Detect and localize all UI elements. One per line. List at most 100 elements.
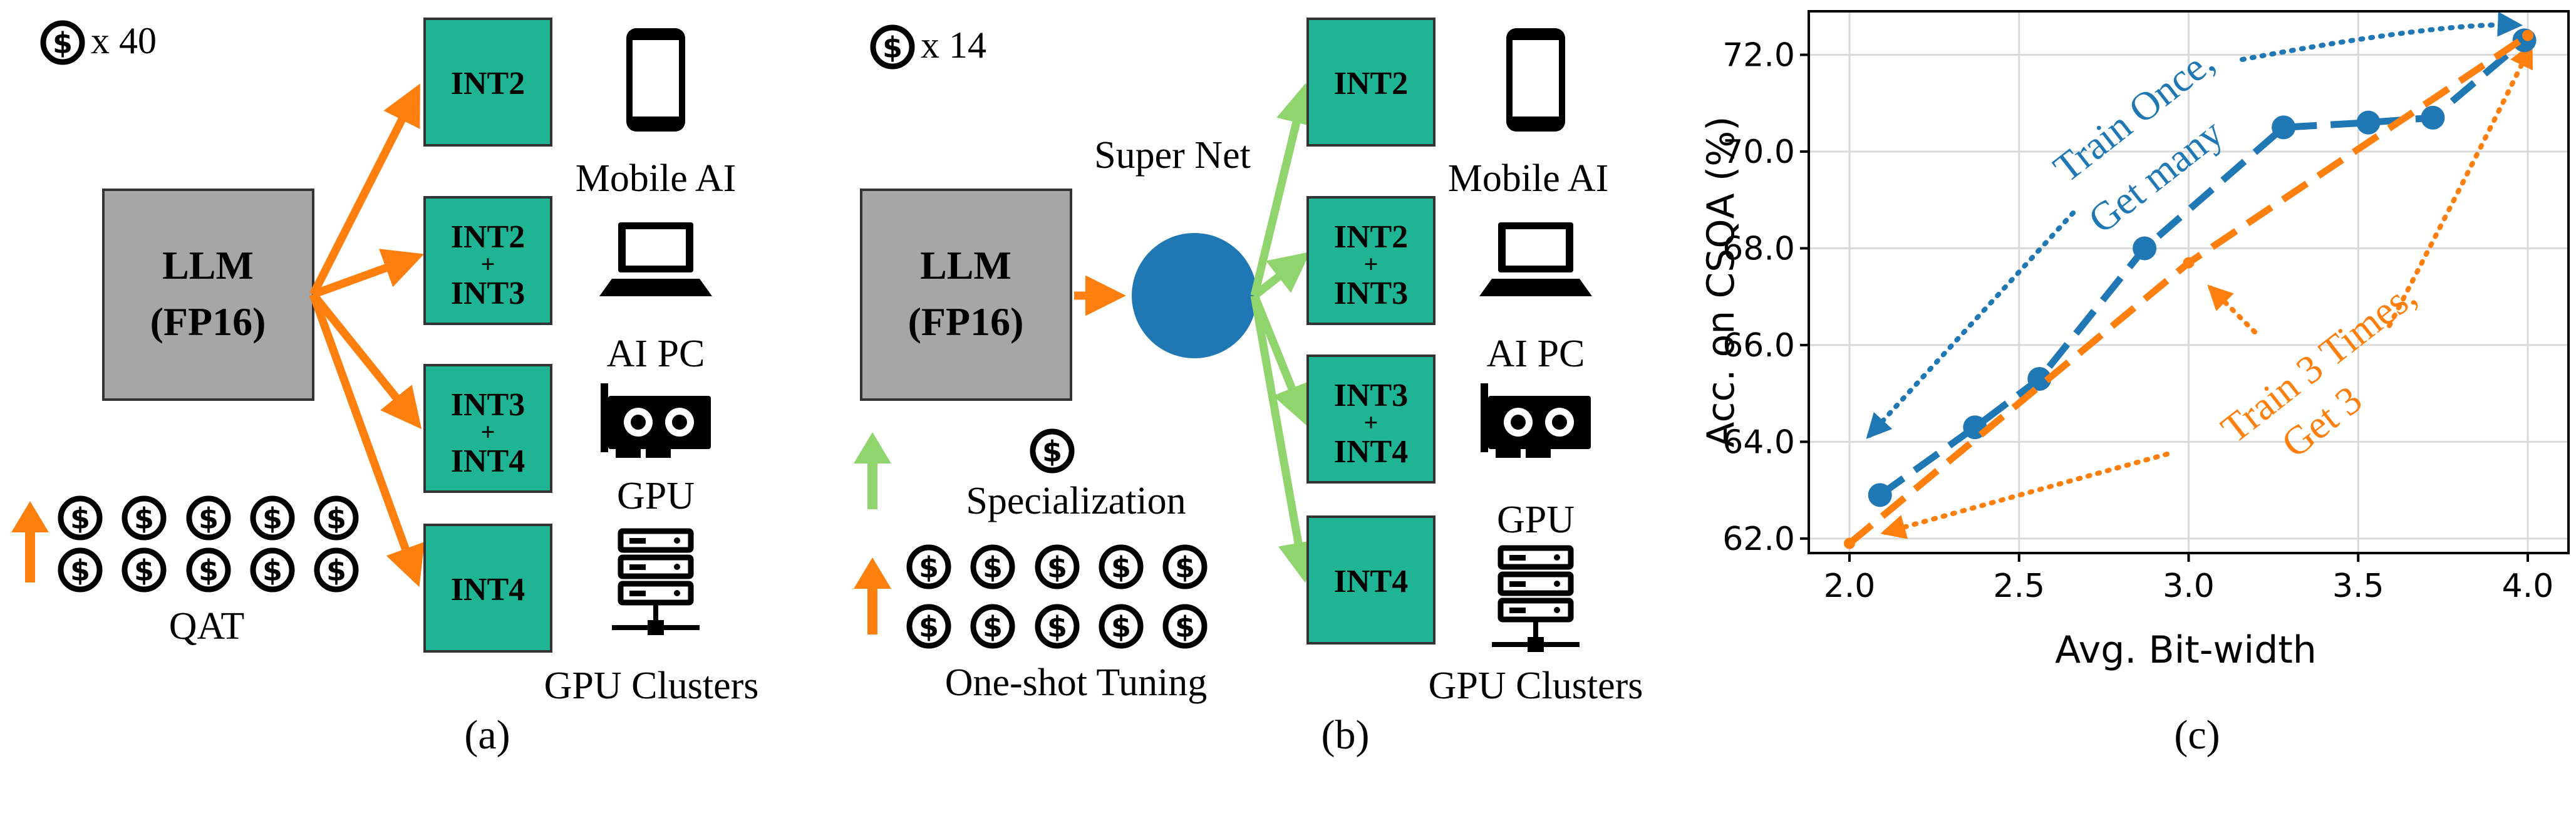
device-mobile-b: Mobile AI <box>1448 157 1609 200</box>
specialization-label: Specialization <box>966 480 1186 522</box>
up-arrow-icon <box>11 501 49 582</box>
device-gpu-b: GPU <box>1497 499 1575 541</box>
int-box-a-3-bottom: INT4 <box>451 443 525 479</box>
int-box-b-3-bottom: INT4 <box>1334 434 1408 470</box>
laptop-icon <box>599 222 712 296</box>
chart-grid <box>1809 11 2568 553</box>
x-tick-label: 3.5 <box>2332 567 2384 605</box>
data-point <box>2133 236 2157 261</box>
int-box-b-2-bottom: INT3 <box>1334 276 1408 311</box>
data-point <box>1868 483 1892 507</box>
int-box-b-3-plus: + <box>1364 408 1379 437</box>
x-tick-label: 3.0 <box>2163 567 2215 605</box>
caption-b: (b) <box>1322 712 1370 758</box>
llm-box-b <box>860 189 1072 401</box>
fanout-arrows-b <box>1250 83 1318 583</box>
orange-annotation-arrow-center <box>2207 284 2257 334</box>
chart-series <box>1843 28 2537 549</box>
int-box-a-4-label: INT4 <box>451 572 525 608</box>
up-arrow-icon <box>854 557 891 634</box>
int-box-a-1 <box>423 18 552 147</box>
annotation-arrows <box>1866 11 2533 539</box>
x-tick-label: 2.5 <box>1993 567 2045 605</box>
device-cluster-a: GPU Clusters <box>544 665 759 707</box>
int-box-b-3-top: INT3 <box>1334 378 1408 413</box>
int-box-b-4 <box>1306 515 1435 645</box>
data-point <box>2272 115 2296 140</box>
y-tick-label: 68.0 <box>1722 230 1795 267</box>
server-icon <box>1492 548 1580 652</box>
coin-icon <box>1033 432 1072 470</box>
server-icon <box>612 531 700 635</box>
method-label-a: QAT <box>169 605 245 648</box>
y-axis-label: Acc. on CSQA (%) <box>1699 116 1743 447</box>
int-box-a-3 <box>423 364 552 493</box>
int-box-b-2-plus: + <box>1364 250 1379 278</box>
phone-icon <box>626 28 685 132</box>
int-box-b-1 <box>1306 18 1435 147</box>
panel-a: x 40 LLM (FP16) INT2 INT2 + INT3 INT3 + … <box>11 18 759 758</box>
cost-label-b: x 14 <box>921 24 986 66</box>
int-box-a-4 <box>423 524 552 653</box>
int-box-b-1-label: INT2 <box>1334 66 1408 101</box>
int-box-b-2-top: INT2 <box>1334 219 1408 255</box>
llm-label-b: LLM <box>920 243 1011 287</box>
orange-annotation-arrow-left <box>1880 452 2170 539</box>
device-gpu-a: GPU <box>617 475 695 517</box>
orange-annotation-arrow-right <box>2387 42 2533 328</box>
data-point <box>2522 29 2534 41</box>
llm-label-a: LLM <box>162 243 254 287</box>
llm-precision-b: (FP16) <box>908 299 1024 344</box>
int-box-b-2 <box>1306 196 1435 325</box>
plot-frame <box>1808 10 2570 554</box>
gpu-icon <box>1481 383 1591 458</box>
blue-annotation-arrow-top <box>2240 11 2523 62</box>
coin-icon <box>43 23 82 62</box>
y-tick-label: 66.0 <box>1722 327 1795 365</box>
device-aipc-b: AI PC <box>1487 333 1585 375</box>
int-box-a-2-bottom: INT3 <box>451 276 525 311</box>
supernet-label: Super Net <box>1094 134 1251 177</box>
up-arrow-icon <box>854 432 891 509</box>
coin-icon <box>873 28 912 66</box>
int-box-a-2-plus: + <box>481 250 495 278</box>
x-tick-label: 4.0 <box>2502 567 2554 605</box>
y-tick-label: 62.0 <box>1722 520 1795 558</box>
cost-label-a: x 40 <box>91 20 157 61</box>
laptop-icon <box>1479 222 1592 296</box>
int-box-a-2 <box>423 196 552 325</box>
coin-grid-b <box>909 547 1204 646</box>
int-box-a-2-top: INT2 <box>451 219 525 255</box>
int-box-b-3 <box>1306 355 1435 484</box>
int-box-b-4-label: INT4 <box>1334 564 1408 599</box>
data-point <box>2183 257 2195 269</box>
data-point <box>2421 105 2445 130</box>
phone-icon <box>1506 28 1565 132</box>
data-point <box>1843 537 1855 549</box>
fanout-arrows-a <box>309 83 425 588</box>
x-axis-label: Avg. Bit-width <box>2055 628 2317 672</box>
device-mobile-a: Mobile AI <box>576 157 737 200</box>
data-point <box>2027 366 2052 391</box>
caption-c: (c) <box>2174 712 2220 758</box>
blue-annotation-arrow-left <box>1866 210 2076 439</box>
x-tick-label: 2.0 <box>1824 567 1876 605</box>
tuning-label: One-shot Tuning <box>945 661 1208 704</box>
y-tick-label: 70.0 <box>1722 133 1795 171</box>
int-box-a-1-label: INT2 <box>451 66 525 101</box>
caption-a: (a) <box>464 712 510 758</box>
int-box-a-3-plus: + <box>481 418 495 446</box>
llm-precision-a: (FP16) <box>150 299 266 344</box>
y-tick-label: 64.0 <box>1722 423 1795 461</box>
device-cluster-b: GPU Clusters <box>1429 665 1643 707</box>
coin-grid-a <box>61 499 356 589</box>
llm-box-a <box>102 189 314 401</box>
supernet-node <box>1132 233 1257 358</box>
data-point <box>2356 110 2381 135</box>
int-box-a-3-top: INT3 <box>451 387 525 423</box>
gpu-icon <box>601 383 711 458</box>
panel-b: x 14 LLM (FP16) Super Net INT2 INT2 + IN… <box>854 18 1643 758</box>
